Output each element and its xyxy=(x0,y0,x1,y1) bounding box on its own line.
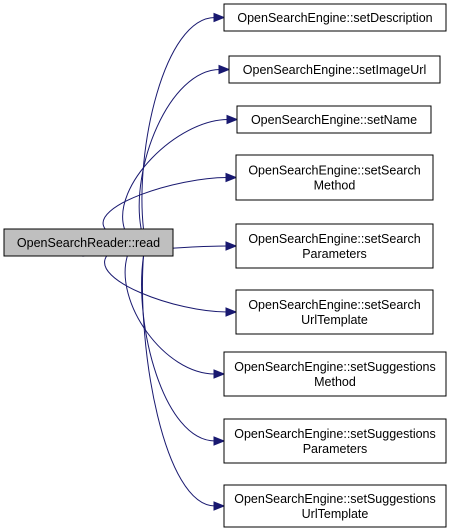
target-node-setImageUrl[interactable]: OpenSearchEngine::setImageUrl xyxy=(228,55,441,84)
call-edge-arrowhead-setSearchMethod xyxy=(225,172,238,183)
node-label-line: OpenSearchEngine::setImageUrl xyxy=(243,63,426,77)
node-box[interactable] xyxy=(223,351,447,397)
node-label-line: OpenSearchEngine::setSearch xyxy=(248,164,420,178)
node-label-line: OpenSearchReader::read xyxy=(17,236,160,250)
call-edge-arrowhead-setSuggestionsParameters xyxy=(213,436,226,446)
call-edge-setImageUrl xyxy=(138,69,221,230)
target-node-setSuggestionsParameters[interactable]: OpenSearchEngine::setSuggestionsParamete… xyxy=(223,418,447,464)
node-label-line: OpenSearchEngine::setSearch xyxy=(248,298,420,312)
nodes-layer: OpenSearchReader::readOpenSearchEngine::… xyxy=(3,3,447,528)
call-edge-setSuggestionsParameters xyxy=(141,255,216,442)
node-label-line: OpenSearchEngine::setSuggestions xyxy=(234,492,436,506)
node-box[interactable] xyxy=(236,105,432,134)
source-node-read[interactable]: OpenSearchReader::read xyxy=(3,228,174,257)
call-edge-setDescription xyxy=(141,17,216,230)
call-edge-setSuggestionsMethod xyxy=(124,255,216,375)
node-box[interactable] xyxy=(223,484,447,528)
node-box[interactable] xyxy=(235,154,434,201)
node-box[interactable] xyxy=(223,3,447,32)
node-label-line: OpenSearchEngine::setName xyxy=(251,113,417,127)
node-label-line: Method xyxy=(314,179,356,193)
target-node-setName[interactable]: OpenSearchEngine::setName xyxy=(236,105,432,134)
edges-layer xyxy=(81,12,239,511)
node-box[interactable] xyxy=(228,55,441,84)
call-edge-setName xyxy=(122,119,229,230)
call-edge-setSuggestionsUrlTemplate xyxy=(141,255,216,507)
target-node-setDescription[interactable]: OpenSearchEngine::setDescription xyxy=(223,3,447,32)
node-box[interactable] xyxy=(235,223,434,269)
node-box[interactable] xyxy=(223,418,447,464)
call-edge-arrowhead-setName xyxy=(226,114,239,125)
node-label-line: UrlTemplate xyxy=(302,507,369,521)
call-edge-arrowhead-setDescription xyxy=(213,12,226,23)
node-label-line: Parameters xyxy=(302,247,367,261)
call-edge-arrowhead-setImageUrl xyxy=(218,64,231,75)
node-label-line: Parameters xyxy=(303,442,368,456)
node-label-line: UrlTemplate xyxy=(301,313,368,327)
node-label-line: Method xyxy=(314,375,356,389)
node-label-line: OpenSearchEngine::setSearch xyxy=(248,232,420,246)
call-edge-arrowhead-setSearchParameters xyxy=(225,241,238,251)
node-label-line: OpenSearchEngine::setDescription xyxy=(237,11,432,25)
call-edge-arrowhead-setSuggestionsUrlTemplate xyxy=(213,501,226,511)
call-edge-setSearchMethod xyxy=(102,177,228,230)
target-node-setSuggestionsUrlTemplate[interactable]: OpenSearchEngine::setSuggestionsUrlTempl… xyxy=(223,484,447,528)
node-box[interactable] xyxy=(3,228,174,257)
call-edge-arrowhead-setSuggestionsMethod xyxy=(213,369,226,379)
node-label-line: OpenSearchEngine::setSuggestions xyxy=(234,360,436,374)
node-label-line: OpenSearchEngine::setSuggestions xyxy=(234,427,436,441)
call-edge-arrowhead-setSearchUrlTemplate xyxy=(225,307,238,317)
call-edge-setSearchUrlTemplate xyxy=(104,255,228,313)
node-box[interactable] xyxy=(235,289,434,335)
